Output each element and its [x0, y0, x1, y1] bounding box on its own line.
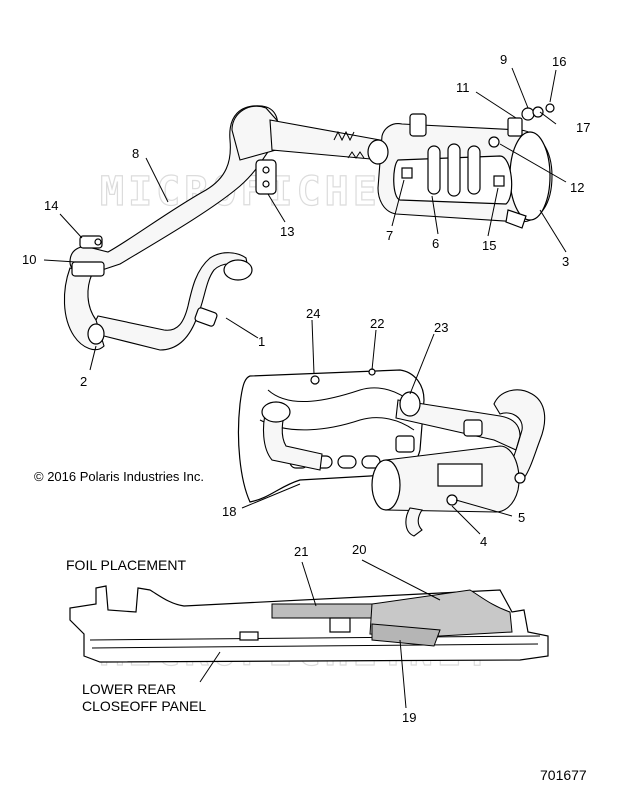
- lower-rear-label-line2: CLOSEOFF PANEL: [82, 698, 206, 714]
- fastener-24: [310, 375, 320, 385]
- foil-placement-title: FOIL PLACEMENT: [66, 557, 187, 573]
- washer-17: [532, 106, 544, 118]
- bolt-9: [521, 107, 535, 121]
- shield-crossover: [395, 399, 521, 451]
- part-label-14: 14: [44, 198, 58, 213]
- leader-lines-bottom: [199, 559, 441, 709]
- part-label-17: 17: [576, 120, 590, 135]
- part-label-10: 10: [22, 252, 36, 267]
- spring-clip: [333, 130, 355, 142]
- spring-clip-lower: [347, 151, 365, 159]
- part-label-16: 16: [552, 54, 566, 69]
- top-exhaust-assembly: [63, 103, 555, 351]
- shield-head-flange: [261, 401, 291, 423]
- shield-clamp-right: [463, 419, 483, 437]
- hanger-bracket-13: [255, 159, 277, 195]
- muffler-end-cap: [509, 131, 551, 221]
- leader-lines-middle: [241, 319, 513, 535]
- part-label-20: 20: [352, 542, 366, 557]
- part-label-11: 11: [456, 80, 470, 95]
- sensor-plug-4: [446, 494, 458, 506]
- part-label-6: 6: [432, 236, 439, 251]
- part-label-21: 21: [294, 544, 308, 559]
- part-label-22: 22: [370, 316, 384, 331]
- head-pipe-clamp: [194, 307, 218, 327]
- drawing-number: 701677: [540, 767, 587, 783]
- clamp-23: [399, 391, 421, 417]
- muffler-label: [437, 463, 483, 487]
- copyright-notice: © 2016 Polaris Industries Inc.: [34, 469, 204, 484]
- closeoff-panel-assembly: [69, 585, 549, 663]
- clamp-bolt: [94, 238, 102, 246]
- part-label-19: 19: [402, 710, 416, 725]
- clamp-10: [71, 261, 105, 277]
- part-label-1: 1: [258, 334, 265, 349]
- muffler-mid-outlet: [405, 507, 423, 537]
- part-label-3: 3: [562, 254, 569, 269]
- shield-slot-3: [467, 145, 481, 195]
- slip-joint-2: [87, 323, 105, 345]
- part-label-23: 23: [434, 320, 448, 335]
- shield-clamp-left: [395, 435, 415, 453]
- part-label-8: 8: [132, 146, 139, 161]
- part-label-4: 4: [480, 534, 487, 549]
- leader-lines-top: [43, 67, 567, 371]
- grommet-12: [488, 136, 500, 148]
- part-label-2: 2: [80, 374, 87, 389]
- part-label-13: 13: [280, 224, 294, 239]
- part-label-18: 18: [222, 504, 236, 519]
- panel-cutout-mid: [329, 617, 351, 633]
- shield-bolt-7: [401, 167, 413, 179]
- part-number-labels: 1 2 3 4 5 6 7 8 9 10 11 12 13 14 15 16 1…: [22, 52, 590, 725]
- foil-20: [369, 589, 513, 637]
- bracket-11: [409, 113, 427, 137]
- shield-bolt-15: [493, 175, 505, 187]
- part-label-15: 15: [482, 238, 496, 253]
- foil-19: [371, 623, 441, 647]
- part-label-9: 9: [500, 52, 507, 67]
- muffler-inlet: [367, 139, 389, 165]
- shield-slot-2: [447, 143, 461, 197]
- muffler-mid-end: [371, 459, 401, 511]
- part-label-24: 24: [306, 306, 320, 321]
- part-label-12: 12: [570, 180, 584, 195]
- part-label-7: 7: [386, 228, 393, 243]
- nut-16: [545, 103, 555, 113]
- shield-slot-c: [337, 455, 357, 469]
- foil-21: [271, 603, 373, 619]
- tailpipe-tip: [505, 209, 527, 229]
- middle-heat-shield-assembly: [237, 368, 546, 537]
- hanger-hole-top: [262, 166, 270, 174]
- shield-slot-1: [427, 145, 441, 195]
- head-pipe-flange: [223, 259, 253, 281]
- panel-cutout-left: [239, 631, 259, 641]
- muffler-nut: [514, 472, 526, 484]
- shield-outlet-elbow: [493, 389, 546, 479]
- shield-rib-1: [267, 387, 411, 403]
- hanger-hole-bottom: [262, 180, 270, 188]
- stud-bracket: [507, 117, 523, 137]
- lower-rear-label-line1: LOWER REAR: [82, 681, 176, 697]
- shield-rib-2: [259, 417, 415, 431]
- part-label-5: 5: [518, 510, 525, 525]
